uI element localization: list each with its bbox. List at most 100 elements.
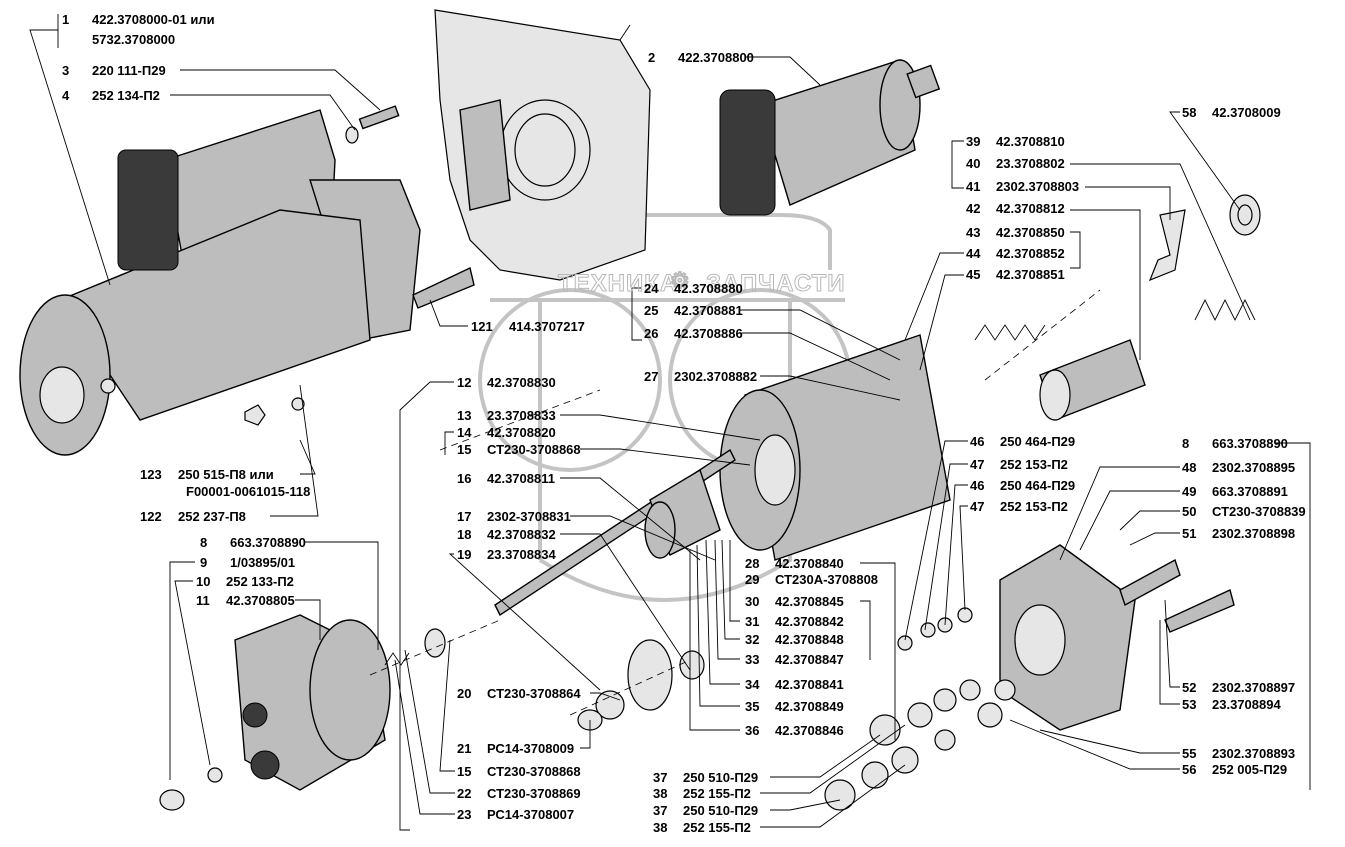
- part-code: 250 464-П29: [1000, 434, 1076, 449]
- part-code: 42.3708812: [996, 201, 1065, 216]
- stator-housing: [719, 334, 951, 561]
- part-code: 42.3708850: [996, 225, 1065, 240]
- drive-end-cover: [159, 614, 391, 811]
- part-code: 252 153-П2: [1000, 499, 1068, 514]
- commutator-end-cover: [999, 544, 1235, 731]
- part-code: СТ230-3708868: [487, 442, 581, 457]
- part-code: 252 153-П2: [1000, 457, 1068, 472]
- part-number: 47: [970, 499, 985, 514]
- leader-lines: [29, 14, 1311, 831]
- part-code: 252 005-П29: [1212, 762, 1288, 777]
- part-number: 123: [140, 467, 162, 482]
- part-number: 52: [1182, 680, 1197, 695]
- part-number: 10: [196, 574, 211, 589]
- part-label: F00001-0061015-118: [156, 484, 310, 499]
- part-number: 35: [745, 699, 760, 714]
- part-code: 42.3708842: [775, 614, 844, 629]
- part-number: 122: [140, 509, 162, 524]
- part-number: 20: [457, 686, 472, 701]
- part-label: 49 663.3708891: [1182, 484, 1288, 499]
- part-code: 252 155-П2: [683, 786, 751, 801]
- part-code: 250 510-П29: [683, 803, 759, 818]
- part-number: 46: [970, 478, 985, 493]
- part-number: 28: [745, 556, 760, 571]
- part-label: 47 252 153-П2: [970, 499, 1068, 514]
- part-code: СТ230-3708868: [487, 764, 581, 779]
- part-code: 42.3708810: [996, 134, 1065, 149]
- part-number: 2: [648, 50, 656, 65]
- part-number: 38: [653, 820, 668, 835]
- part-label: 39 42.3708810: [966, 134, 1065, 149]
- part-number: 49: [1182, 484, 1197, 499]
- watermark-text-right: ЗАПЧАСТИ: [706, 270, 846, 298]
- part-number: 21: [457, 741, 472, 756]
- part-code: 42.3708841: [775, 677, 844, 692]
- part-label: 47 252 153-П2: [970, 457, 1068, 472]
- part-code: 2302.3708895: [1212, 460, 1296, 475]
- part-number: 19: [457, 547, 472, 562]
- part-number: 42: [966, 201, 981, 216]
- part-number: 37: [653, 803, 668, 818]
- part-code: 42.3708886: [674, 326, 743, 341]
- solenoid-relay: [719, 59, 941, 216]
- part-number: 47: [970, 457, 985, 472]
- part-label: 13 23.3708833: [457, 408, 556, 423]
- part-code: 250 515-П8 или: [178, 467, 274, 482]
- part-number: 44: [966, 246, 981, 261]
- part-number: 9: [200, 555, 208, 570]
- part-code: 252 133-П2: [226, 574, 294, 589]
- part-code: 23.3708894: [1212, 697, 1281, 712]
- part-number: 53: [1182, 697, 1197, 712]
- part-code: 663.3708891: [1212, 484, 1288, 499]
- part-number: 39: [966, 134, 981, 149]
- part-number: 4: [62, 88, 70, 103]
- part-code: 23.3708802: [996, 156, 1065, 171]
- part-code: 42.3708846: [775, 723, 844, 738]
- part-number: 13: [457, 408, 472, 423]
- part-code: 42.3708820: [487, 425, 556, 440]
- part-number: 11: [196, 593, 210, 608]
- part-code: РС14-3708007: [487, 807, 575, 822]
- part-code: 663.3708890: [1212, 436, 1288, 451]
- part-number: 56: [1182, 762, 1197, 777]
- part-code: 23.3708833: [487, 408, 556, 423]
- part-code: 42.3708811: [487, 471, 555, 486]
- part-code: 414.3707217: [509, 319, 585, 334]
- part-number: 24: [644, 281, 659, 296]
- part-number: 30: [745, 594, 760, 609]
- gear-icon: ⚙: [670, 268, 691, 294]
- part-number: 15: [457, 442, 472, 457]
- part-code: 422.3708800: [678, 50, 754, 65]
- part-label: 123 250 515-П8 или: [140, 467, 274, 482]
- part-number: 23: [457, 807, 472, 822]
- part-code: СТ230-3708864: [487, 686, 581, 701]
- part-code: 2302-3708831: [487, 509, 571, 524]
- part-number: 12: [457, 375, 472, 390]
- part-code: СТ230-3708839: [1212, 504, 1306, 519]
